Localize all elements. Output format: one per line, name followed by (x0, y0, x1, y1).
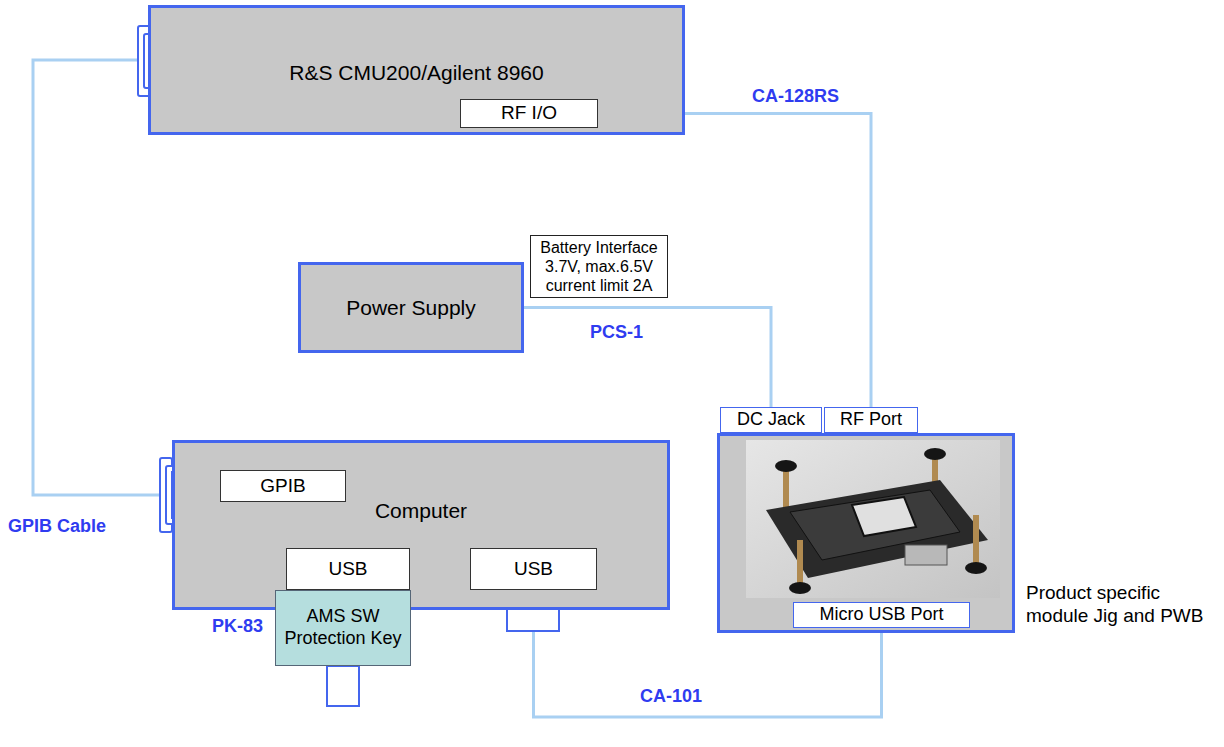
port-label-box: DC Jack (720, 407, 822, 433)
node-text: Computer (375, 498, 467, 523)
cable-label: CA-101 (640, 686, 702, 708)
node-text: GPIB (260, 475, 305, 498)
node-text: AMS SW Protection Key (280, 606, 406, 649)
node-text: Battery Interface 3.7V, max.6.5V current… (535, 238, 663, 296)
port-box: GPIB (220, 470, 346, 502)
node-text: RF Port (840, 409, 902, 431)
port-box: RF I/O (460, 99, 598, 128)
node-text: USB (514, 558, 553, 581)
power-supply-box: Power Supply (298, 262, 524, 353)
cable-label: CA-128RS (752, 86, 839, 108)
cable-label: PCS-1 (590, 322, 643, 344)
cable-line (524, 308, 771, 408)
computer-box: Computer GPIB USB USB (172, 440, 670, 610)
jig-photo (720, 436, 1012, 630)
key-plug (327, 666, 359, 706)
node-text: USB (328, 558, 367, 581)
note-box: Battery Interface 3.7V, max.6.5V current… (530, 235, 668, 298)
port-label-box: Micro USB Port (793, 602, 970, 628)
protection-key-box: AMS SW Protection Key (275, 590, 411, 666)
port-label-box: RF Port (824, 407, 918, 433)
node-text: RF I/O (501, 102, 557, 125)
instrument-box: R&S CMU200/Agilent 8960 RF I/O (148, 5, 685, 135)
node-text: Micro USB Port (819, 604, 943, 626)
part-label: PK-83 (212, 616, 263, 638)
node-text: DC Jack (737, 409, 805, 431)
port-box: USB (286, 548, 410, 590)
cable-label: GPIB Cable (8, 516, 106, 538)
node-text: Product specific module Jig and PWB (1026, 582, 1206, 628)
jig-box: Product specific module Jig and PWBMicro… (717, 433, 1015, 633)
node-text: R&S CMU200/Agilent 8960 (289, 60, 543, 85)
node-text: Power Supply (346, 295, 476, 320)
port-box: USB (470, 548, 597, 590)
